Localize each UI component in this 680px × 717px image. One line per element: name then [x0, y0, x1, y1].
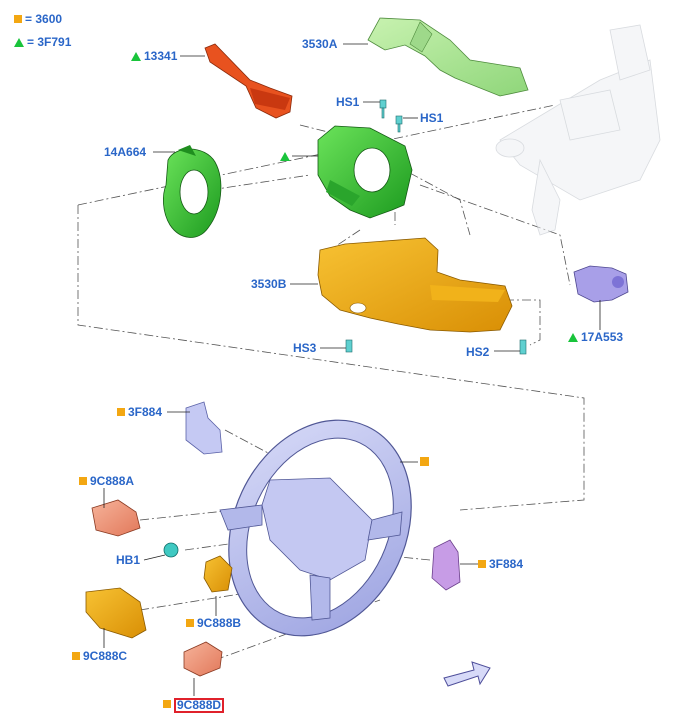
- callout-3F884-upper[interactable]: 3F884: [117, 405, 162, 419]
- callout-9C888B-text: 9C888B: [197, 616, 242, 630]
- screws-hs2-hs3: [345, 339, 527, 355]
- callout-14A664-text: 14A664: [104, 145, 147, 159]
- sensor-17A553: [573, 265, 629, 303]
- callout-9C888C-text: 9C888C: [83, 649, 128, 663]
- callout-hs1-top[interactable]: HS1: [336, 95, 359, 109]
- fastener-HB1: [163, 542, 179, 558]
- callout-hs3[interactable]: HS3: [293, 341, 316, 355]
- callout-3530B[interactable]: 3530B: [251, 277, 286, 291]
- callout-hs1-right[interactable]: HS1: [420, 111, 443, 125]
- green-triangle-icon: [568, 333, 578, 342]
- green-triangle-icon: [280, 152, 290, 161]
- callout-hs2[interactable]: HS2: [466, 345, 489, 359]
- callout-3530B-text: 3530B: [251, 277, 287, 291]
- orange-square-icon: [186, 619, 194, 627]
- callout-hb1-text: HB1: [116, 553, 141, 567]
- callout-17A553-text: 17A553: [581, 330, 624, 344]
- callout-14A664[interactable]: 14A664: [104, 145, 146, 159]
- switch-housing-green: [317, 125, 413, 219]
- paddle-3F884-right: [431, 539, 461, 591]
- callout-3530A-text: 3530A: [302, 37, 338, 51]
- orange-square-icon: [14, 15, 22, 23]
- callout-9C888C[interactable]: 9C888C: [72, 649, 127, 663]
- orange-square-icon: [79, 477, 87, 485]
- switch-9C888A: [91, 499, 141, 537]
- orange-square-icon: [117, 408, 125, 416]
- upper-shroud-3530A: [367, 17, 529, 97]
- callout-9C888D-text: 9C888D: [174, 698, 225, 713]
- callout-3F884-upper-text: 3F884: [128, 405, 163, 419]
- callout-9C888D[interactable]: 9C888D: [163, 696, 225, 714]
- callout-9C888A-text: 9C888A: [90, 474, 135, 488]
- orange-square-icon: [478, 560, 486, 568]
- legend-square: = 3600: [14, 12, 62, 26]
- callout-13341-text: 13341: [144, 49, 178, 63]
- bracket-3F884-upper: [185, 401, 223, 455]
- callout-leaders: [103, 43, 601, 696]
- switch-9C888D: [183, 641, 223, 677]
- legend-square-text: = 3600: [25, 12, 63, 26]
- screws-hs1: [379, 99, 403, 133]
- switch-9C888C: [85, 587, 147, 639]
- callout-hs2-text: HS2: [466, 345, 490, 359]
- legend-triangle: = 3F791: [14, 35, 71, 49]
- red-lever-13341: [204, 43, 293, 119]
- callout-17A553[interactable]: 17A553: [568, 330, 623, 344]
- callout-3F884-right[interactable]: 3F884: [478, 557, 523, 571]
- callout-3530A[interactable]: 3530A: [302, 37, 337, 51]
- steering-column-ghost: [495, 24, 661, 236]
- callout-3F884-right-text: 3F884: [489, 557, 524, 571]
- callout-13341[interactable]: 13341: [131, 49, 177, 63]
- callout-hs3-text: HS3: [293, 341, 317, 355]
- legend-triangle-text: = 3F791: [27, 35, 72, 49]
- green-triangle-icon: [131, 52, 141, 61]
- lower-shroud-3530B: [317, 237, 513, 333]
- steering-wheel: [219, 419, 412, 637]
- callout-hs1-top-text: HS1: [336, 95, 360, 109]
- callout-9C888A[interactable]: 9C888A: [79, 474, 134, 488]
- wheel-square-marker: [420, 457, 429, 466]
- callout-hs1-right-text: HS1: [420, 111, 444, 125]
- direction-arrow-icon: [443, 661, 491, 687]
- switch-9C888B: [203, 555, 233, 593]
- callout-hb1[interactable]: HB1: [116, 553, 140, 567]
- orange-square-icon: [163, 700, 171, 708]
- clockspring-14A664: [162, 145, 222, 238]
- callout-9C888B[interactable]: 9C888B: [186, 616, 241, 630]
- callout-triangle-housing[interactable]: [280, 149, 293, 163]
- orange-square-icon: [72, 652, 80, 660]
- green-triangle-icon: [14, 38, 24, 47]
